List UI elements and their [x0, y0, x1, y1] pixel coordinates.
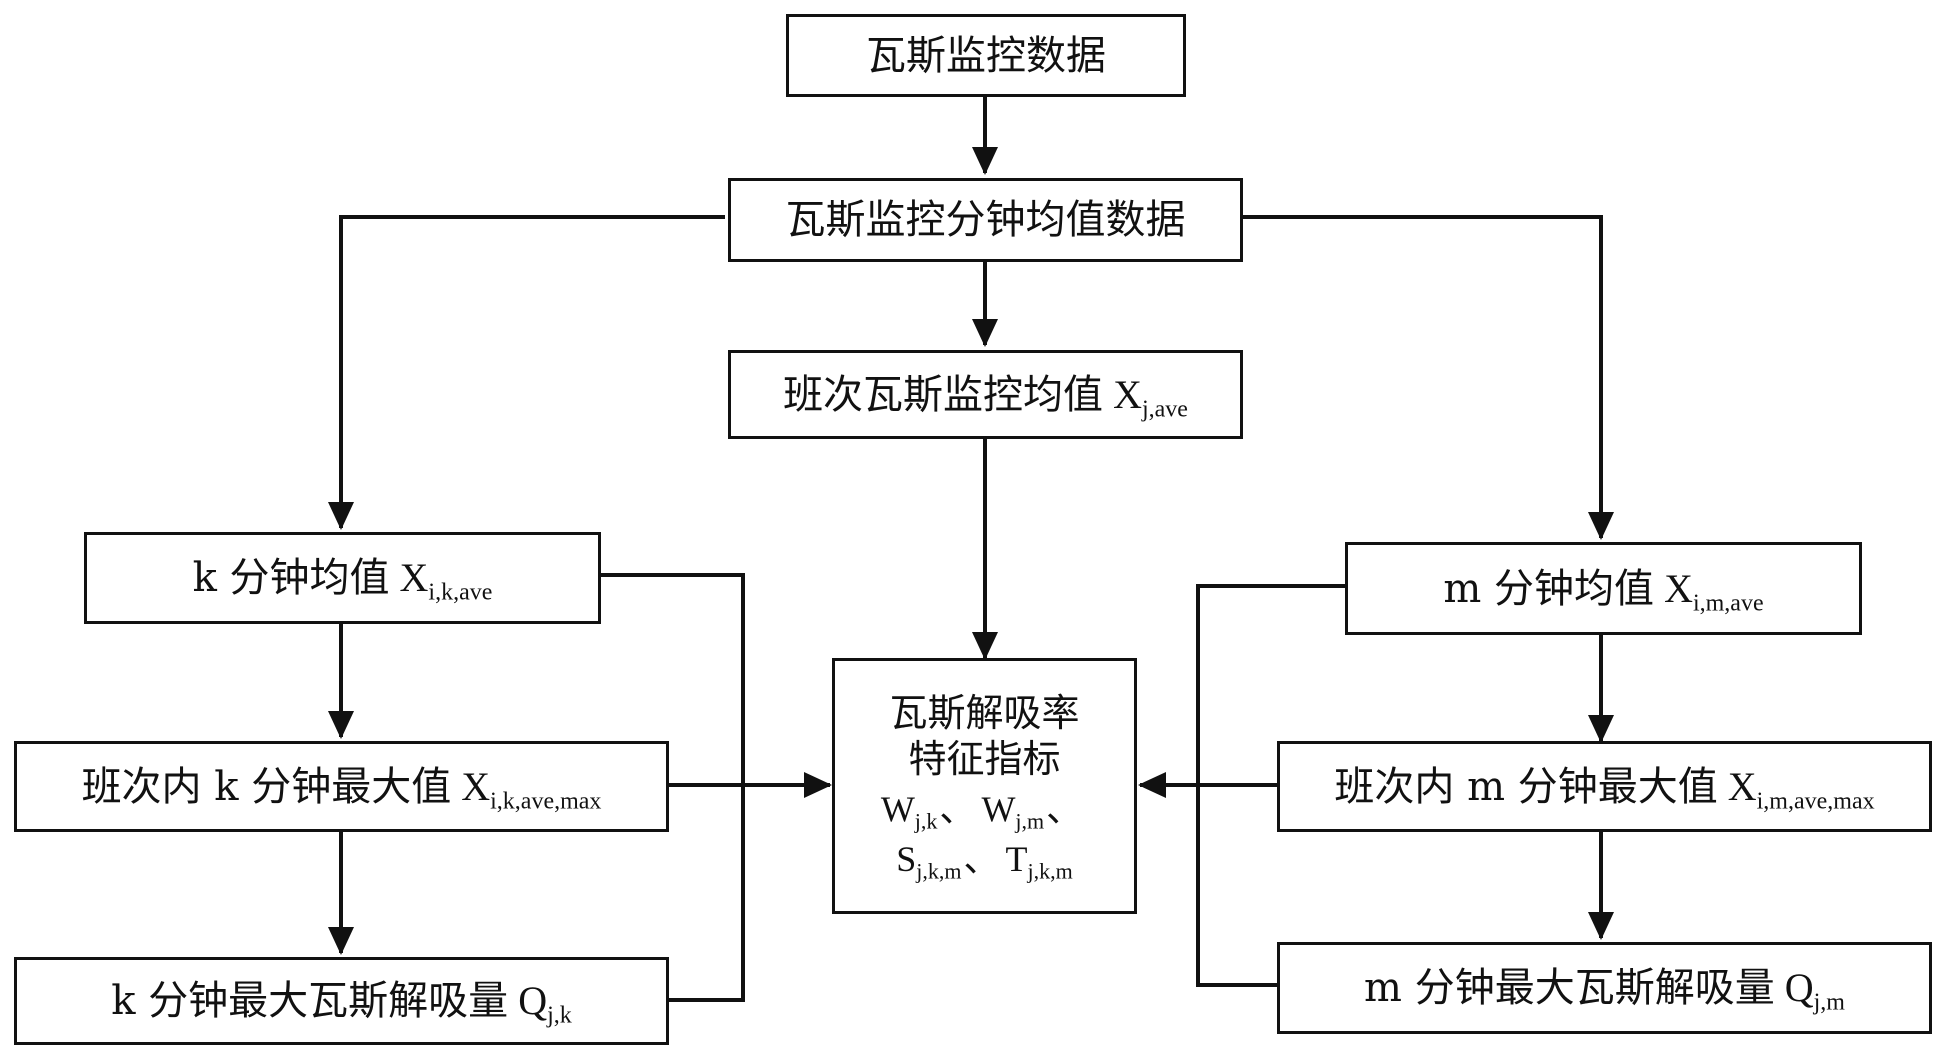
- metric-separator: 、: [939, 789, 976, 830]
- shift-mean-variable: Xj,ave: [1113, 371, 1188, 422]
- m-minute-max-label: 班次内 m 分钟最大值: [1334, 763, 1718, 810]
- minute-mean-data-label: 瓦斯监控分钟均值数据: [785, 197, 1186, 243]
- metric-separator: 、: [1046, 789, 1083, 830]
- k-minute-max-label: 班次内 k 分钟最大值: [81, 763, 452, 810]
- k-minute-max-variable: Xi,k,ave,max: [461, 763, 602, 814]
- k-minute-mean-variable: Xi,k,ave: [399, 555, 493, 606]
- indicator-metrics-row2: Sj,k,m、Tj,k,m: [896, 838, 1073, 882]
- k-minute-desorption-label: k 分钟最大瓦斯解吸量: [111, 978, 509, 1024]
- arrow-minute-mean-to-m-mean: [1243, 215, 1614, 540]
- shift-mean-label: 班次瓦斯监控均值: [783, 371, 1104, 418]
- m-minute-max-variable: Xi,m,ave,max: [1727, 763, 1875, 814]
- indicator-title-line1: 瓦斯解吸率: [889, 690, 1080, 735]
- connector-m-bracket: [1196, 584, 1345, 987]
- m-minute-mean-label: m 分钟均值: [1443, 565, 1655, 612]
- metric-separator: 、: [963, 839, 1000, 880]
- k-minute-mean-label: k 分钟均值: [192, 555, 390, 601]
- desorption-indicator-box: 瓦斯解吸率 特征指标 Wj,k、Wj,m、 Sj,k,m、Tj,k,m: [832, 658, 1137, 914]
- arrow-minute-mean-to-k-mean: [328, 215, 725, 530]
- m-minute-desorption-box: m 分钟最大瓦斯解吸量 Qj,m: [1277, 942, 1932, 1034]
- connector-k-bracket: [601, 573, 745, 1002]
- k-minute-max-box: 班次内 k 分钟最大值 Xi,k,ave,max: [14, 741, 669, 832]
- gas-monitoring-data-box: 瓦斯监控数据: [786, 14, 1186, 97]
- metric-w-jk: Wj,k: [880, 789, 938, 835]
- k-minute-desorption-box: k 分钟最大瓦斯解吸量 Qj,k: [14, 957, 669, 1045]
- metric-s-jkm: Sj,k,m: [896, 839, 962, 885]
- indicator-title-line2: 特征指标: [908, 737, 1061, 782]
- metric-w-jm: Wj,m: [981, 789, 1045, 835]
- minute-mean-data-box: 瓦斯监控分钟均值数据: [728, 178, 1243, 262]
- m-minute-desorption-label: m 分钟最大瓦斯解吸量: [1364, 965, 1775, 1011]
- shift-mean-box: 班次瓦斯监控均值 Xj,ave: [728, 350, 1243, 439]
- m-minute-max-box: 班次内 m 分钟最大值 Xi,m,ave,max: [1277, 741, 1932, 832]
- metric-t-jkm: Tj,k,m: [1005, 839, 1073, 885]
- m-minute-mean-variable: Xi,m,ave: [1664, 565, 1764, 616]
- m-minute-mean-box: m 分钟均值 Xi,m,ave: [1345, 542, 1862, 635]
- k-minute-mean-box: k 分钟均值 Xi,k,ave: [84, 532, 601, 624]
- gas-monitoring-data-label: 瓦斯监控数据: [866, 32, 1106, 79]
- m-minute-desorption-variable: Qj,m: [1784, 965, 1845, 1016]
- indicator-metrics-row1: Wj,k、Wj,m、: [881, 788, 1088, 832]
- k-minute-desorption-variable: Qj,k: [518, 978, 572, 1029]
